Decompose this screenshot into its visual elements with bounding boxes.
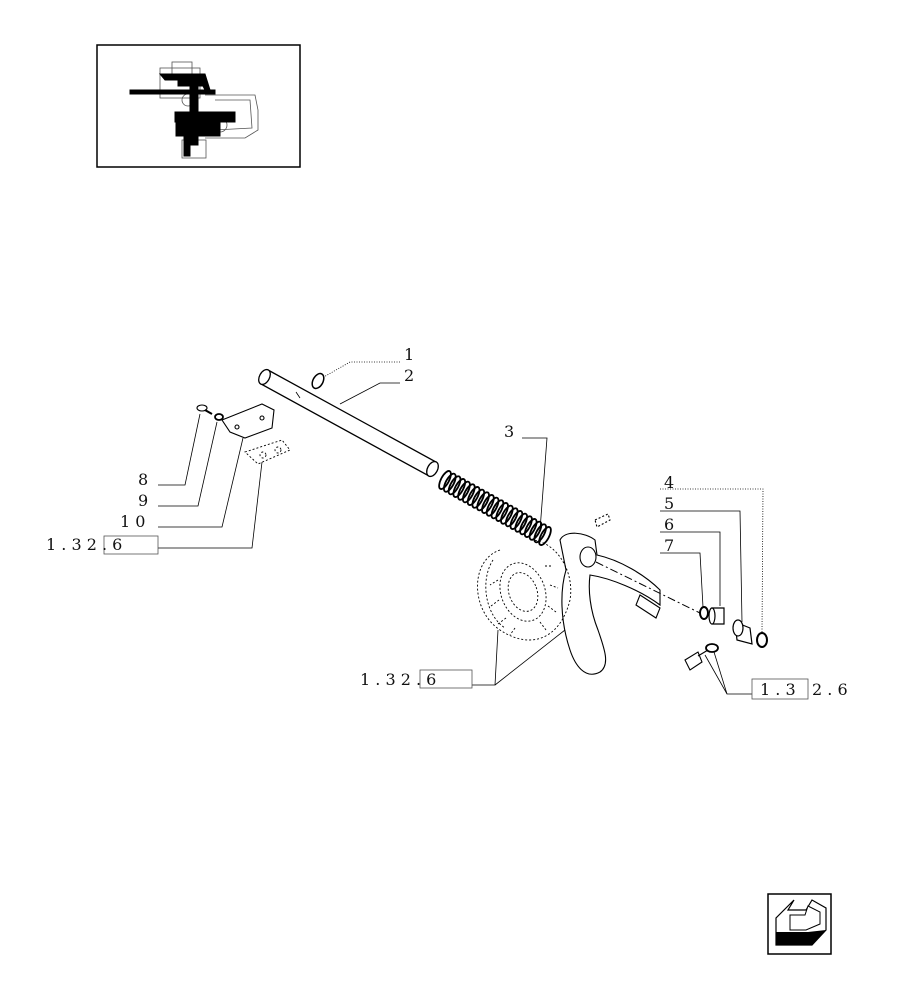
- o-ring: [311, 372, 325, 390]
- reference-right-tail: 2 . 6: [812, 680, 848, 699]
- callout-labels: 1 2 3 4 5 6 7 8 9 1 0: [120, 345, 674, 555]
- spring-coil: [452, 478, 467, 498]
- spring-coil: [476, 491, 490, 512]
- spring-coil: [504, 507, 519, 528]
- spring-coil: [457, 480, 471, 501]
- bolt: [684, 643, 719, 671]
- spring-coil: [438, 470, 452, 490]
- spring-coil: [495, 502, 509, 522]
- shift-fork: [559, 513, 661, 675]
- spring-coil: [538, 526, 552, 546]
- spring-coil: [485, 496, 500, 517]
- spring-coil: [447, 475, 462, 496]
- reference-right[interactable]: 1 . 3 2 . 6: [751, 678, 848, 700]
- bracket: [244, 439, 291, 465]
- reference-bottom[interactable]: 1 . 3 2 . 6: [360, 669, 473, 689]
- spring-coil: [466, 486, 481, 506]
- callout-3: 3: [504, 422, 514, 441]
- callout-10: 1 0: [120, 512, 145, 531]
- callout-2: 2: [404, 366, 414, 385]
- spring-coil: [490, 499, 505, 520]
- spring: [438, 470, 552, 546]
- spring-coil: [528, 520, 543, 541]
- shift-rod: [258, 368, 439, 478]
- callout-4: 4: [664, 473, 674, 492]
- spring-coil: [514, 512, 528, 533]
- assembly-location-thumbnail[interactable]: [96, 44, 301, 168]
- spring-coil: [481, 494, 495, 514]
- gear-hub: [477, 539, 572, 641]
- callout-8: 8: [138, 470, 148, 489]
- spring-coil: [462, 483, 476, 504]
- center-line: [595, 561, 701, 614]
- reference-left-label: 1 . 3 2 . 6: [46, 535, 122, 554]
- spring-coil: [500, 504, 514, 525]
- callout-1: 1: [404, 345, 414, 364]
- reference-bottom-label: 1 . 3 2 . 6: [360, 670, 436, 689]
- back-arrow-icon[interactable]: [767, 893, 832, 955]
- spring-coil: [471, 488, 486, 509]
- callout-9: 9: [138, 491, 148, 510]
- reference-left[interactable]: 1 . 3 2 . 6: [46, 535, 159, 555]
- left-parts: [196, 403, 275, 439]
- callout-6: 6: [664, 515, 674, 534]
- leader-lines: [158, 361, 764, 695]
- spring-coil: [519, 515, 533, 536]
- spring-coil: [509, 510, 524, 530]
- spring-coil: [443, 472, 457, 493]
- reference-right-label: 1 . 3: [760, 680, 796, 699]
- spring-coil: [523, 518, 538, 538]
- callout-7: 7: [664, 536, 674, 555]
- detent-parts: [699, 606, 768, 648]
- spring-coil: [533, 523, 547, 544]
- callout-5: 5: [664, 494, 674, 513]
